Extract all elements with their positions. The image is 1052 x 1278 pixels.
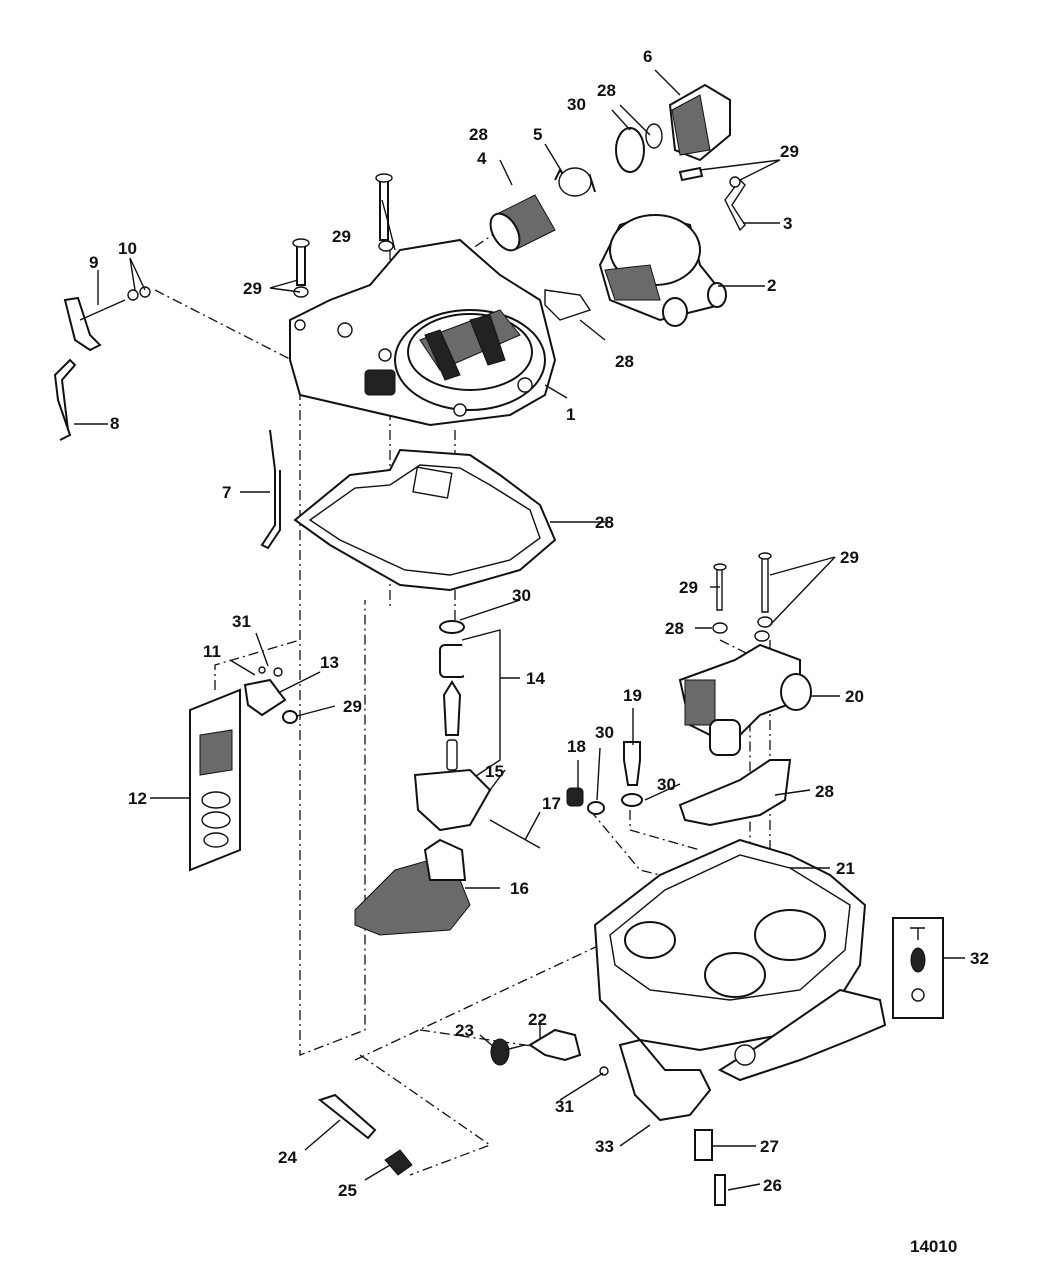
callout-3: 3 bbox=[783, 214, 792, 233]
callout-9: 9 bbox=[89, 253, 98, 272]
accelerator-pump-bracket bbox=[243, 666, 298, 724]
callout-19: 19 bbox=[623, 686, 642, 705]
float-retainer bbox=[413, 768, 492, 832]
throttle-lever bbox=[528, 1028, 582, 1062]
callout-24: 24 bbox=[278, 1148, 297, 1167]
callout-16: 16 bbox=[510, 879, 529, 898]
callout-labels: 1 2 3 4 5 6 7 8 9 10 11 12 13 14 15 16 1… bbox=[89, 47, 989, 1200]
idle-speed-screw bbox=[490, 1038, 526, 1066]
callout-28-choke-gasket: 28 bbox=[615, 352, 634, 371]
idle-tube-and-screw bbox=[566, 741, 643, 815]
callout-22: 22 bbox=[528, 1010, 547, 1029]
callout-30-screw-washer: 30 bbox=[657, 775, 676, 794]
callout-2: 2 bbox=[767, 276, 776, 295]
inlet-gaskets bbox=[615, 123, 663, 173]
callout-21: 21 bbox=[836, 859, 855, 878]
callout-18: 18 bbox=[567, 737, 586, 756]
pump-lever bbox=[63, 286, 151, 352]
callout-8: 8 bbox=[110, 414, 119, 433]
choke-housing bbox=[544, 213, 727, 327]
float-hinge-pin bbox=[489, 819, 541, 849]
callout-28-bracket-washer: 28 bbox=[665, 619, 684, 638]
callout-30-needle-seat: 30 bbox=[512, 586, 531, 605]
callout-5: 5 bbox=[533, 125, 542, 144]
callout-7: 7 bbox=[222, 483, 231, 502]
callout-6: 6 bbox=[643, 47, 652, 66]
callout-29-pump-screw: 29 bbox=[343, 697, 362, 716]
callout-28-inlet-gasket: 28 bbox=[597, 81, 616, 100]
callout-31-top: 31 bbox=[232, 612, 251, 631]
gasket-kit bbox=[892, 917, 944, 1019]
needle-seat-assembly bbox=[439, 620, 501, 781]
callout-33: 33 bbox=[595, 1137, 614, 1156]
callout-32: 32 bbox=[970, 949, 989, 968]
throttle-arm bbox=[618, 1038, 712, 1122]
callout-17: 17 bbox=[542, 794, 561, 813]
callout-29-choke-screws: 29 bbox=[780, 142, 799, 161]
throttle-bracket bbox=[678, 643, 812, 756]
callout-29-left-screw: 29 bbox=[243, 279, 262, 298]
choke-rod bbox=[260, 429, 281, 550]
callout-29-bracket-screws: 29 bbox=[840, 548, 859, 567]
leader-lines bbox=[74, 69, 965, 1191]
callout-11: 11 bbox=[203, 642, 221, 661]
choke-lever bbox=[678, 166, 746, 232]
air-horn bbox=[289, 238, 557, 427]
callout-31-bottom: 31 bbox=[555, 1097, 574, 1116]
callout-25: 25 bbox=[338, 1181, 357, 1200]
callout-29-top-screw: 29 bbox=[332, 227, 351, 246]
callout-12: 12 bbox=[128, 789, 147, 808]
callout-23: 23 bbox=[455, 1021, 474, 1040]
bracket-screws bbox=[712, 552, 773, 642]
figure-number: 14010 bbox=[910, 1237, 957, 1256]
callout-20: 20 bbox=[845, 687, 864, 706]
pump-rod bbox=[53, 358, 77, 441]
callout-14: 14 bbox=[526, 669, 545, 688]
idle-speed-screw-spring bbox=[694, 1129, 726, 1206]
callout-10: 10 bbox=[118, 239, 137, 258]
callout-26: 26 bbox=[763, 1176, 782, 1195]
float-bowl-body bbox=[593, 838, 887, 1082]
callout-28-bracket-gasket: 28 bbox=[815, 782, 834, 801]
callout-29-bracket-screw-left: 29 bbox=[679, 578, 698, 597]
bracket-gasket bbox=[678, 759, 792, 827]
callout-30-inlet: 30 bbox=[567, 95, 586, 114]
pump-kit bbox=[189, 688, 241, 872]
callout-27: 27 bbox=[760, 1137, 779, 1156]
float bbox=[354, 838, 471, 936]
callout-28-filter: 28 bbox=[469, 125, 488, 144]
callout-30-idle-tube: 30 bbox=[595, 723, 614, 742]
callout-28-air-horn-gasket: 28 bbox=[595, 513, 614, 532]
callout-13: 13 bbox=[320, 653, 339, 672]
inlet-fitting bbox=[668, 83, 731, 162]
filter-spring bbox=[554, 167, 596, 197]
callout-15: 15 bbox=[485, 762, 504, 781]
air-horn-screws bbox=[292, 173, 394, 298]
idle-mixture-needle bbox=[317, 1093, 413, 1176]
callout-1: 1 bbox=[566, 405, 575, 424]
fuel-filter bbox=[489, 194, 556, 252]
air-horn-gasket bbox=[293, 448, 557, 592]
callout-4: 4 bbox=[477, 149, 487, 168]
